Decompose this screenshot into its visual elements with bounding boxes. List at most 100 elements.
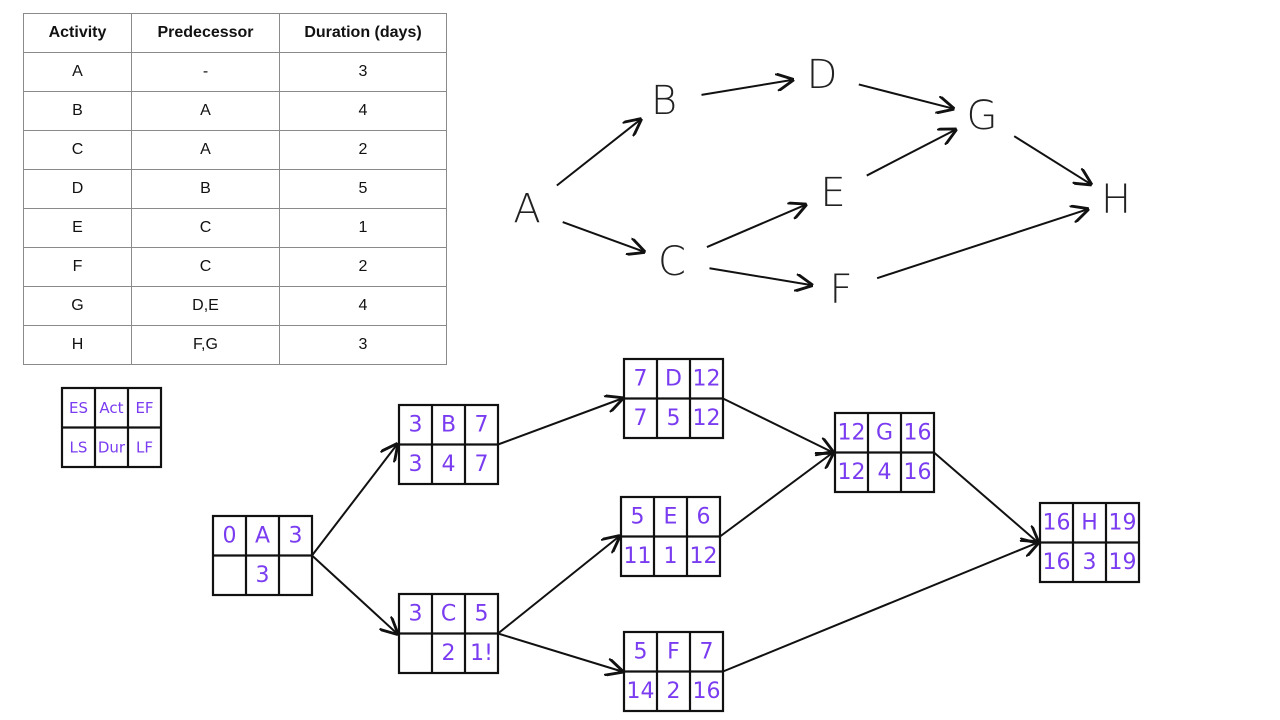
cell-lf: 12 (690, 544, 718, 569)
cell-es: 5 (631, 504, 645, 529)
box-arrow-a-c (311, 554, 397, 634)
box-arrow-b-d (497, 399, 622, 446)
cell-ef: 3 (289, 523, 303, 548)
cell-dur: 4 (442, 452, 456, 477)
cell-ef: 7 (700, 639, 714, 664)
predecessor-cell: F,G (131, 325, 280, 365)
cell-dur: 4 (878, 460, 892, 485)
cell-es: 0 (223, 523, 237, 548)
cell-act: H (1081, 510, 1098, 535)
predecessor-cell: A (131, 130, 280, 170)
cell-lf: 16 (904, 460, 932, 485)
predecessor-cell: - (131, 52, 280, 92)
network-arrow-d-g (858, 83, 953, 108)
box-arrow-e-g (719, 453, 833, 538)
cell-act: Act (99, 399, 123, 417)
network-arrow-c-e (706, 205, 805, 248)
duration-cell: 4 (279, 91, 447, 131)
network-arrow-e-g (866, 130, 956, 177)
cell-ef: EF (135, 399, 153, 417)
duration-cell: 3 (279, 325, 447, 365)
cell-ls: 3 (409, 452, 423, 477)
network-arrow-b-d (701, 80, 792, 96)
precedence-box-edges (311, 397, 1038, 673)
predecessor-cell: C (131, 208, 280, 248)
network-node-e: E (820, 170, 845, 216)
cell-es: 3 (409, 601, 423, 626)
cell-lf: LF (136, 438, 153, 456)
cell-ls: LS (70, 438, 88, 456)
network-node-d: D (807, 52, 838, 98)
cell-act: D (665, 366, 682, 391)
box-arrow-d-g (722, 397, 833, 453)
cell-lf: 19 (1109, 550, 1137, 575)
cell-ef: 6 (697, 504, 711, 529)
cell-es: 3 (409, 412, 423, 437)
table-row: A-3 (23, 52, 447, 92)
predecessor-cell: A (131, 91, 280, 131)
duration-cell: 4 (279, 286, 447, 326)
cell-dur: 3 (1083, 550, 1097, 575)
box-arrow-f-h (722, 543, 1038, 673)
header-activity: Activity (23, 13, 132, 53)
activity-network-edges (556, 80, 1091, 285)
cell-es: 12 (838, 420, 866, 445)
activity-box-g: 12 G 16 12 4 16 (833, 411, 936, 494)
cell-dur: 2 (442, 641, 456, 666)
network-arrow-c-f (709, 267, 811, 285)
cell-es: 16 (1043, 510, 1071, 535)
cell-act: A (255, 523, 270, 548)
network-arrow-a-b (556, 120, 641, 187)
cell-ls: 12 (838, 460, 866, 485)
network-arrow-g-h (1013, 135, 1090, 184)
activity-cell: B (23, 91, 132, 131)
cell-dur: 5 (667, 406, 681, 431)
cell-dur: 1 (664, 544, 678, 569)
cell-act: C (441, 601, 456, 626)
activity-cell: D (23, 169, 132, 209)
cell-dur: Dur (98, 438, 126, 456)
cell-act: F (667, 639, 680, 664)
cell-es: 7 (634, 366, 648, 391)
network-arrow-a-c (562, 221, 644, 252)
table-header-row: Activity Predecessor Duration (days) (23, 13, 447, 53)
duration-cell: 3 (279, 52, 447, 92)
cell-ef: 7 (475, 412, 489, 437)
cell-lf: 16 (693, 679, 721, 704)
cell-dur: 3 (256, 563, 270, 588)
cell-act: B (441, 412, 456, 437)
cell-ls: 16 (1043, 550, 1071, 575)
box-arrow-g-h (933, 451, 1038, 543)
network-node-g: G (967, 93, 998, 139)
cell-lf: 7 (475, 452, 489, 477)
header-predecessor: Predecessor (131, 13, 280, 53)
network-node-h: H (1101, 177, 1131, 223)
network-arrow-f-h (876, 209, 1087, 280)
cell-ef: 5 (475, 601, 489, 626)
cell-ls: 14 (627, 679, 655, 704)
cell-ef: 16 (904, 420, 932, 445)
cell-act: G (876, 420, 893, 445)
activity-cell: A (23, 52, 132, 92)
network-node-c: C (658, 239, 686, 285)
cell-ls: 11 (624, 544, 652, 569)
network-node-a: A (513, 186, 540, 232)
cell-ls: 7 (634, 406, 648, 431)
cell-lf: 1! (470, 641, 493, 666)
cell-lf: 12 (693, 406, 721, 431)
